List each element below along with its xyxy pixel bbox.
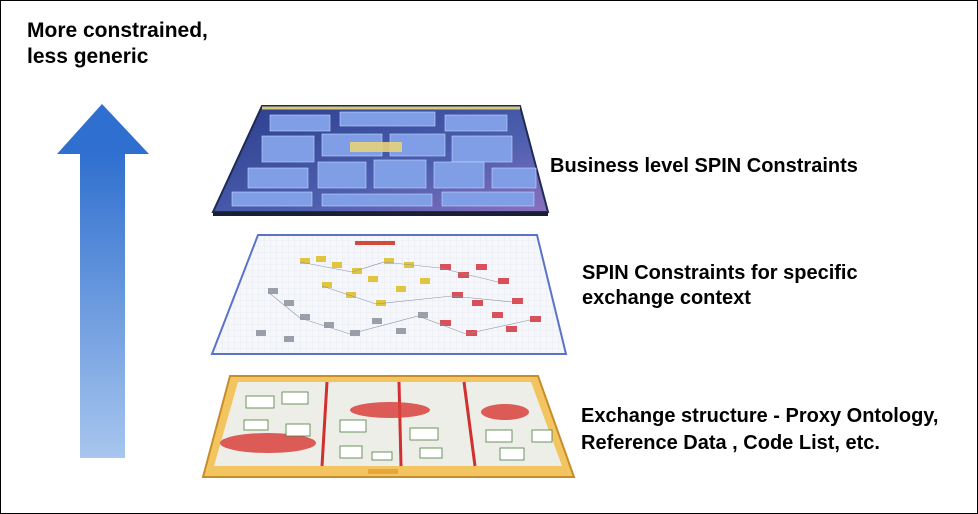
layer-label-exchange-context: SPIN Constraints for specific exchange c… <box>582 262 858 309</box>
up-arrow-icon <box>57 104 149 458</box>
axis-label: More constrained, less generic <box>27 19 208 69</box>
layer-label-exchange-structure: Exchange structure - Proxy Ontology, Ref… <box>581 405 939 454</box>
layer-business-image <box>211 105 550 216</box>
layer-exchange-context-image <box>210 234 568 355</box>
layer-label-business: Business level SPIN Constraints <box>550 155 858 177</box>
layer-exchange-structure-image <box>201 375 576 478</box>
